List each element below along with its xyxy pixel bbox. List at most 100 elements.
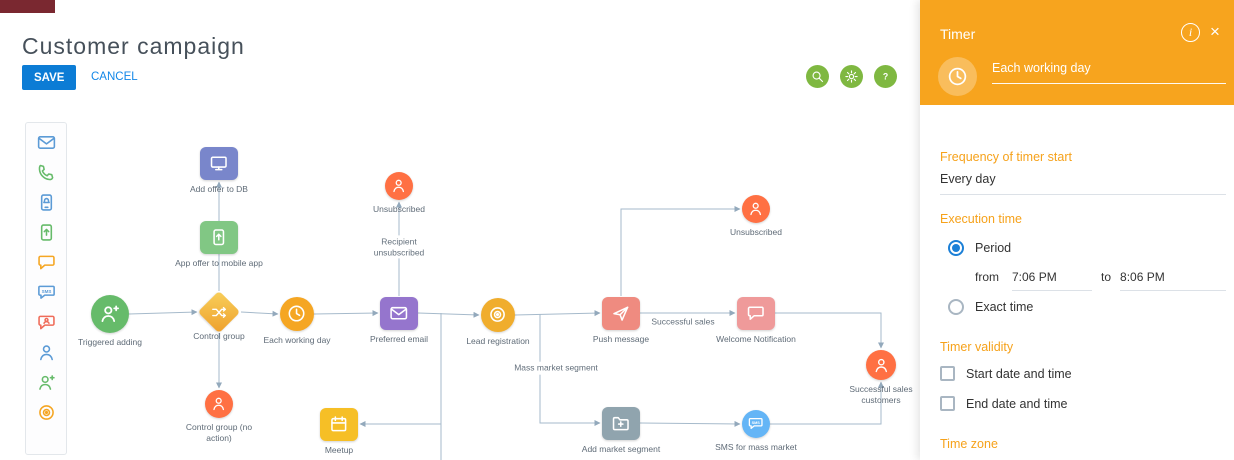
close-icon[interactable]: ×	[1210, 22, 1220, 41]
triggered-adding-node[interactable]	[91, 295, 129, 333]
chat-icon	[744, 303, 768, 323]
period-radio-row[interactable]: Period	[948, 240, 1011, 256]
add-offer-db-node[interactable]	[200, 146, 238, 180]
from-time-field[interactable]: 7:06 PM	[1012, 270, 1092, 291]
start-date-check-row[interactable]: Start date and time	[940, 366, 1072, 381]
period-time-row: from 7:06 PM to 8:06 PM	[975, 270, 1226, 291]
person-icon	[390, 177, 407, 194]
node-label: Unsubscribed	[730, 227, 782, 237]
search-icon	[810, 69, 825, 84]
period-radio[interactable]	[948, 240, 964, 256]
app-offer-mobile-node[interactable]	[200, 220, 238, 254]
canvas-toolbar: ?	[806, 65, 897, 88]
target-icon	[487, 304, 508, 325]
node-label: SMS for mass market	[715, 442, 797, 452]
sms-icon: SMS	[747, 415, 764, 432]
rocket-icon	[609, 303, 633, 323]
node-label: Push message	[592, 333, 650, 344]
node-label: Lead registration	[466, 336, 530, 346]
timer-validity-label: Timer validity	[940, 340, 1014, 354]
node-label: Control group (no action)	[185, 422, 253, 443]
info-icon[interactable]: i	[1181, 23, 1200, 42]
mobile-up-icon	[36, 224, 57, 247]
node-label: Meetup	[324, 444, 354, 455]
envelope-icon	[387, 303, 411, 323]
chat-icon	[36, 255, 57, 277]
svg-text:SMS: SMS	[41, 289, 51, 294]
sms-mass-market-node[interactable]: SMS	[742, 410, 770, 438]
unsubscribed-top-node[interactable]	[385, 172, 413, 200]
node-label: Successful sales customers	[849, 384, 913, 405]
node-label: App offer to mobile app	[175, 257, 263, 268]
successful-sales-customers-node[interactable]	[866, 350, 896, 380]
palette-item-sms[interactable]: SMS	[36, 282, 57, 303]
node-label: Triggered adding	[78, 337, 142, 347]
execution-time-label: Execution time	[940, 212, 1022, 226]
start-date-checkbox[interactable]	[940, 366, 955, 381]
edge-label: Successful sales	[637, 315, 729, 329]
palette-item-email[interactable]	[36, 132, 57, 153]
cancel-button[interactable]: CANCEL	[91, 71, 138, 83]
mobile-bell-icon	[36, 194, 57, 217]
clock-icon	[946, 65, 969, 88]
timer-title-input[interactable]: Each working day	[992, 61, 1226, 84]
control-group-node[interactable]	[197, 290, 241, 334]
add-market-node[interactable]	[602, 406, 640, 440]
search-button[interactable]	[806, 65, 829, 88]
node-label: Control group	[193, 331, 245, 341]
meetup-node[interactable]	[320, 407, 358, 441]
help-button[interactable]: ?	[874, 65, 897, 88]
chat-person-icon	[36, 315, 57, 337]
save-button[interactable]: SAVE	[22, 65, 77, 90]
panel-title: Timer	[940, 26, 976, 42]
person-icon	[210, 395, 227, 412]
mobile-up-icon	[207, 227, 231, 247]
palette-item-messenger[interactable]	[36, 312, 57, 333]
palette-item-call[interactable]	[36, 162, 57, 183]
to-label: to	[1101, 270, 1112, 284]
push-message-node[interactable]	[602, 296, 640, 330]
control-group-no-action-node[interactable]	[205, 390, 233, 418]
palette-item-lead[interactable]	[36, 402, 57, 423]
unsubscribed-right-node[interactable]	[742, 195, 770, 223]
svg-text:SMS: SMS	[752, 421, 761, 425]
end-date-check-row[interactable]: End date and time	[940, 396, 1067, 411]
envelope-icon	[36, 136, 57, 157]
timer-settings-panel: Timer i × Each working day Frequency of …	[920, 0, 1234, 460]
lead-registration-node[interactable]	[481, 298, 515, 332]
svg-text:?: ?	[883, 72, 888, 82]
node-label: Welcome Notification	[716, 333, 796, 344]
edge-label: Mass market segment	[502, 361, 610, 375]
to-time-field[interactable]: 8:06 PM	[1120, 270, 1226, 291]
person-icon	[872, 356, 891, 375]
frequency-label: Frequency of timer start	[940, 150, 1072, 164]
node-label: Add offer to DB	[190, 183, 248, 194]
exact-time-radio-row[interactable]: Exact time	[948, 299, 1033, 315]
question-icon: ?	[878, 69, 893, 84]
palette-item-chat[interactable]	[36, 252, 57, 273]
palette-item-mobile-offer[interactable]	[36, 222, 57, 243]
target-icon	[36, 405, 57, 427]
window-accent-bar	[0, 0, 55, 13]
frequency-value-field[interactable]: Every day	[940, 172, 1226, 195]
node-label: Each working day	[263, 335, 331, 345]
node-label: Add market segment	[581, 443, 661, 454]
person-icon	[747, 200, 764, 217]
split-icon	[210, 303, 229, 322]
timer-avatar	[938, 57, 977, 96]
palette-item-contact[interactable]	[36, 342, 57, 363]
person-icon	[36, 345, 57, 367]
welcome-notification-node[interactable]	[737, 296, 775, 330]
sms-icon: SMS	[36, 285, 57, 307]
screen-icon	[207, 153, 231, 173]
edge-layer	[128, 181, 884, 460]
palette-item-add-contact[interactable]	[36, 372, 57, 393]
preferred-email-node[interactable]	[380, 296, 418, 330]
panel-header: Timer i × Each working day	[920, 0, 1234, 105]
palette-item-mobile-push[interactable]	[36, 192, 57, 213]
exact-time-radio[interactable]	[948, 299, 964, 315]
end-date-checkbox[interactable]	[940, 396, 955, 411]
settings-button[interactable]	[840, 65, 863, 88]
each-working-day-node[interactable]	[280, 297, 314, 331]
campaign-canvas[interactable]: Triggered adding Control group Add offer t…	[0, 0, 920, 460]
